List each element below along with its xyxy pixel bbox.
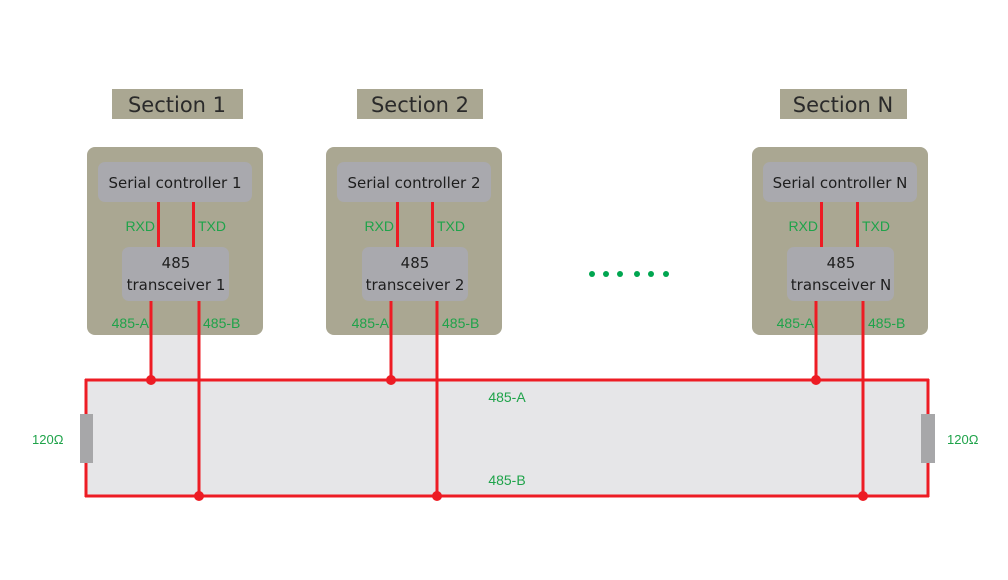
drop-stripe-n <box>816 330 863 380</box>
bus-b-label: 485-B <box>488 472 525 488</box>
transceiver-label-1: 485 <box>827 254 856 272</box>
resistor-label-left: 120Ω <box>32 432 64 447</box>
rxd-wire <box>396 202 399 248</box>
transceiver-box <box>362 247 468 301</box>
termination-resistor-right <box>921 414 935 463</box>
serial-controller-box <box>98 162 252 202</box>
a-label: 485-A <box>352 315 390 331</box>
section-title: Section 2 <box>371 93 469 117</box>
serial-controller-label: Serial controller 2 <box>347 174 480 192</box>
transceiver-box <box>122 247 229 301</box>
junction-dot <box>146 375 156 385</box>
junction-dot <box>194 491 204 501</box>
bus-area <box>85 379 929 496</box>
section-1: Section 1 Serial controller 1 RXD TXD 48… <box>87 89 263 335</box>
transceiver-label-2: transceiver 1 <box>127 276 226 294</box>
transceiver-label-1: 485 <box>401 254 430 272</box>
txd-wire <box>431 202 434 248</box>
section-2: Section 2 Serial controller 2 RXD TXD 48… <box>326 89 502 335</box>
junctions <box>146 375 868 501</box>
drop-wires <box>149 301 865 497</box>
transceiver-label-2: transceiver N <box>791 276 891 294</box>
ellipsis-dot <box>663 271 669 277</box>
transceiver-box <box>787 247 894 301</box>
transceiver-label-2: transceiver 2 <box>366 276 465 294</box>
txd-label: TXD <box>862 218 890 234</box>
txd-wire <box>192 202 195 248</box>
resistor-label-right: 120Ω <box>947 432 979 447</box>
rxd-wire <box>820 202 823 248</box>
termination-resistor-left <box>80 414 93 463</box>
ellipsis-dot <box>648 271 654 277</box>
a-label: 485-A <box>777 315 815 331</box>
section-title: Section N <box>793 93 893 117</box>
junction-dot <box>386 375 396 385</box>
section-n: Section N Serial controller N RXD TXD 48… <box>752 89 928 335</box>
section-title: Section 1 <box>128 93 226 117</box>
b-label: 485-B <box>868 315 905 331</box>
ellipsis-dot <box>589 271 595 277</box>
txd-wire <box>856 202 859 248</box>
serial-controller-box <box>763 162 917 202</box>
drop-stripe-2 <box>391 330 437 380</box>
b-label: 485-B <box>442 315 479 331</box>
bus-a-label: 485-A <box>488 389 526 405</box>
section-title-bg <box>112 89 243 119</box>
section-title-bg <box>780 89 907 119</box>
junction-dot <box>858 491 868 501</box>
ellipsis-dot <box>617 271 623 277</box>
a-label: 485-A <box>112 315 150 331</box>
section-title-bg <box>357 89 483 119</box>
ellipsis-dot <box>603 271 609 277</box>
serial-controller-label: Serial controller 1 <box>108 174 241 192</box>
rxd-label: RXD <box>125 218 155 234</box>
transceiver-label-1: 485 <box>162 254 191 272</box>
ellipsis-dot <box>634 271 640 277</box>
rxd-label: RXD <box>788 218 818 234</box>
b-label: 485-B <box>203 315 240 331</box>
drop-stripe-1 <box>151 330 199 380</box>
junction-dot <box>432 491 442 501</box>
serial-controller-box <box>337 162 491 202</box>
serial-controller-label: Serial controller N <box>773 174 908 192</box>
junction-dot <box>811 375 821 385</box>
txd-label: TXD <box>198 218 226 234</box>
txd-label: TXD <box>437 218 465 234</box>
ellipsis-dots <box>589 271 669 277</box>
rxd-wire <box>157 202 160 248</box>
rxd-label: RXD <box>364 218 394 234</box>
